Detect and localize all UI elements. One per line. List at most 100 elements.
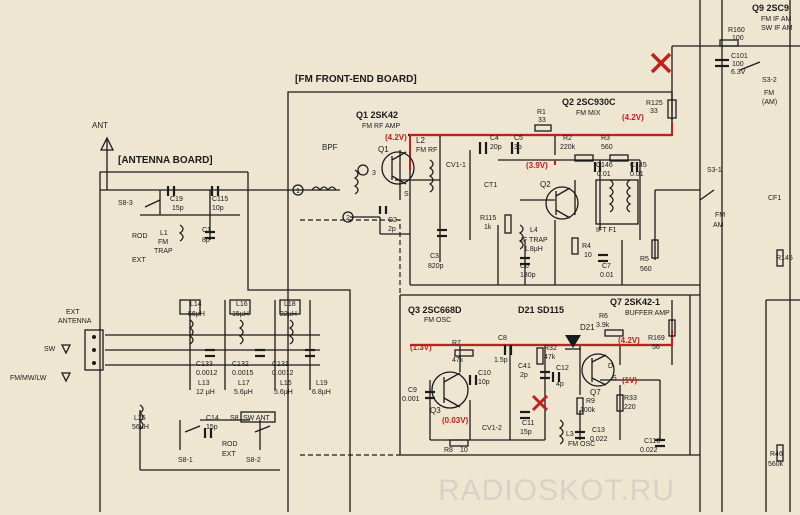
q7-ref: Q7: [590, 388, 601, 397]
c41-value: 2p: [520, 372, 528, 379]
s8-label: S8: [230, 415, 239, 422]
c11-label: C11: [522, 420, 534, 427]
r32-label: R32: [544, 345, 557, 352]
q2-role: FM MIX: [576, 110, 601, 117]
rod2-label: ROD: [222, 441, 238, 448]
d21-ref: D21: [580, 323, 595, 332]
l2-label: L2: [416, 136, 425, 145]
l13-value: 12 µH: [196, 389, 215, 396]
coils: [138, 159, 639, 445]
c14-label: C14: [206, 415, 219, 422]
ift-label: IFT F1: [596, 227, 617, 234]
c19-label: C19: [170, 196, 183, 203]
q2-title: Q2 2SC930C: [562, 97, 616, 107]
s3-2-am: (AM): [762, 99, 777, 106]
ext2-label: EXT: [222, 451, 236, 458]
c13-value: 0.022: [590, 436, 608, 443]
r3-value: 560: [601, 144, 613, 151]
l1-role: FM: [158, 239, 168, 246]
c101-value: 100: [732, 61, 744, 68]
q7-drain-label: D: [608, 363, 613, 370]
c132-label: C132: [232, 361, 249, 368]
c14-value: 15p: [206, 424, 218, 431]
pin3-label: 3: [372, 170, 376, 177]
c7-label: C7: [602, 263, 611, 270]
r2-value: 220k: [560, 144, 576, 151]
q1-voltage: (4.2V): [385, 133, 407, 142]
q9-title: Q9 2SC9: [752, 3, 789, 13]
q7-transistor-symbol: [581, 353, 615, 387]
q1-ref: Q1: [378, 145, 389, 154]
c13-label: C13: [592, 427, 605, 434]
c5-value: 3p: [514, 144, 522, 151]
r8-value: 10: [460, 447, 468, 454]
l3-label: L3: [566, 431, 574, 438]
cv1-2-label: CV1-2: [482, 425, 502, 432]
r4-label: R4: [582, 243, 591, 250]
c2-label: C2: [388, 217, 397, 224]
q7-source-voltage: (1V): [622, 376, 637, 385]
r4-value: 10: [584, 252, 592, 259]
q9-role-1: FM IF AM: [761, 16, 792, 23]
capacitors: [166, 58, 729, 448]
q3-title: Q3 2SC668D: [408, 305, 462, 315]
l1-label: L1: [160, 230, 168, 237]
antenna-board-outline: [99, 171, 351, 512]
c3-value: 820p: [428, 263, 444, 270]
pin1-label: 1: [296, 188, 300, 195]
l15-value: 5.6µH: [274, 389, 293, 396]
frontend-component-labels: ANT BPF 3 1 2 S L2 FM RF CV1-1 CT1 R1 33…: [92, 27, 793, 279]
r32-value: 47k: [544, 354, 556, 361]
r1-value: 33: [538, 117, 546, 124]
c41-label: C41: [518, 363, 531, 370]
r3-label: R3: [601, 135, 610, 142]
cf1-label: CF1: [768, 195, 781, 202]
ct1-label: CT1: [484, 182, 497, 189]
l2-role: FM RF: [416, 147, 437, 154]
c1-label: C1: [202, 227, 211, 234]
c133-label: C133: [196, 361, 213, 368]
c132-value: 0.0015: [232, 370, 254, 377]
c9-label: C9: [408, 387, 417, 394]
r7-label: R7: [452, 340, 461, 347]
l15-label: L15: [280, 380, 292, 387]
r7-value: 47k: [452, 357, 464, 364]
s3-1-label: S3-1: [707, 167, 722, 174]
q3-role: FM OSC: [424, 317, 451, 324]
bpf-label: BPF: [322, 143, 338, 152]
c133-value: 0.0012: [196, 370, 218, 377]
q3-voltage: (1.3V): [410, 343, 432, 352]
ext-antenna-label-2: ANTENNA: [58, 318, 92, 325]
l16-value: 15µH: [232, 311, 249, 318]
d21-diode-symbol: [565, 335, 581, 350]
pin2-label: 2: [346, 215, 350, 222]
r160-value: 100: [732, 35, 744, 42]
board-titles: [FM FRONT-END BOARD] [ANTENNA BOARD]: [118, 74, 417, 166]
antenna-wiring: [100, 140, 401, 471]
right-board-edges: [699, 0, 800, 512]
c1-value: 8p: [202, 237, 210, 244]
q1-title: Q1 2SK42: [356, 110, 398, 120]
r160-label: R160: [728, 27, 745, 34]
l4-role: IF TRAP: [521, 237, 548, 244]
antenna-component-labels: S8-3 C19 15p C115 10p ROD EXT L1 FM TRAP…: [10, 196, 331, 464]
sw-ant-box: [240, 411, 276, 423]
c10-value: 10p: [478, 379, 490, 386]
r2-label: R2: [563, 135, 572, 142]
s3-2-fm: FM: [764, 90, 774, 97]
oscillator-component-labels: R7 47k C8 1.5p R32 47k R6 3.9k R169 56 C…: [402, 313, 784, 468]
l19-value: 6.8µH: [312, 389, 331, 396]
l17-value: 5.6µH: [234, 389, 253, 396]
r46-value: 560k: [768, 461, 784, 468]
c8-value: 1.5p: [494, 357, 508, 364]
ext-antenna-label: EXT: [66, 309, 80, 316]
s3-1-am: AM: [713, 222, 724, 229]
ant-label: ANT: [92, 121, 108, 130]
l16-label: L16: [236, 301, 248, 308]
q1-source-label: S: [404, 191, 409, 198]
l14-label: L14: [190, 301, 202, 308]
red-annotation-traces: [409, 122, 673, 346]
s8-3-label: S8-3: [118, 200, 133, 207]
s3-1-fm: FM: [715, 212, 725, 219]
